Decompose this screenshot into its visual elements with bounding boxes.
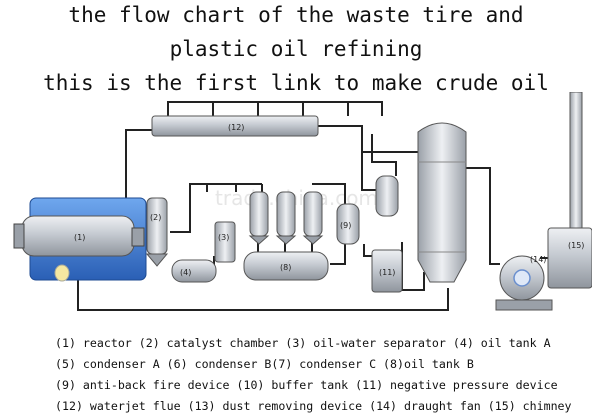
title-line-3: this is the first link to make crude oil [43,71,549,95]
anti-back-fire-label: (9) [340,221,351,230]
reactor: (1) [13,197,147,282]
oil-tank-a: (4) [171,259,217,283]
legend-line-2: (5) condenser A (6) condenser B(7) conde… [55,357,474,371]
catalyst-chamber: (2) [145,197,169,267]
oil-tank-a-label: (4) [180,268,191,277]
draught-fan: (14) [495,255,553,311]
waterjet-flue: (12) [151,115,319,137]
reactor-label: (1) [74,233,85,242]
oil-water-separator-label: (3) [218,233,229,242]
buffer-tank [375,175,399,217]
anti-back-fire-device: (9) [336,203,360,245]
process-diagram: trade.china.com [13,92,592,311]
title-line-2: plastic oil refining [169,37,423,61]
title-line-1: the flow chart of the waste tire and [68,3,524,27]
chimney-label: (15) [568,241,584,250]
dust-removing-tower [417,122,467,283]
condensers [248,191,324,245]
legend-line-3: (9) anti-back fire device (10) buffer ta… [55,378,558,392]
legend-line-4: (12) waterjet flue (13) dust removing de… [55,399,572,413]
condenser-a [249,191,269,237]
catalyst-chamber-label: (2) [150,213,161,222]
oil-water-separator: (3) [214,221,236,263]
legend-line-1: (1) reactor (2) catalyst chamber (3) oil… [55,336,551,350]
condenser-c [303,191,323,237]
flame-icon [54,264,70,282]
negative-pressure-device: (11) [371,249,403,293]
waterjet-flue-label: (12) [228,123,244,132]
oil-tank-b: (8) [243,251,329,281]
draught-fan-label: (14) [530,255,546,264]
oil-tank-b-label: (8) [280,263,291,272]
condenser-b [276,191,296,237]
negative-pressure-label: (11) [379,268,395,277]
chimney: (15) [547,92,592,289]
